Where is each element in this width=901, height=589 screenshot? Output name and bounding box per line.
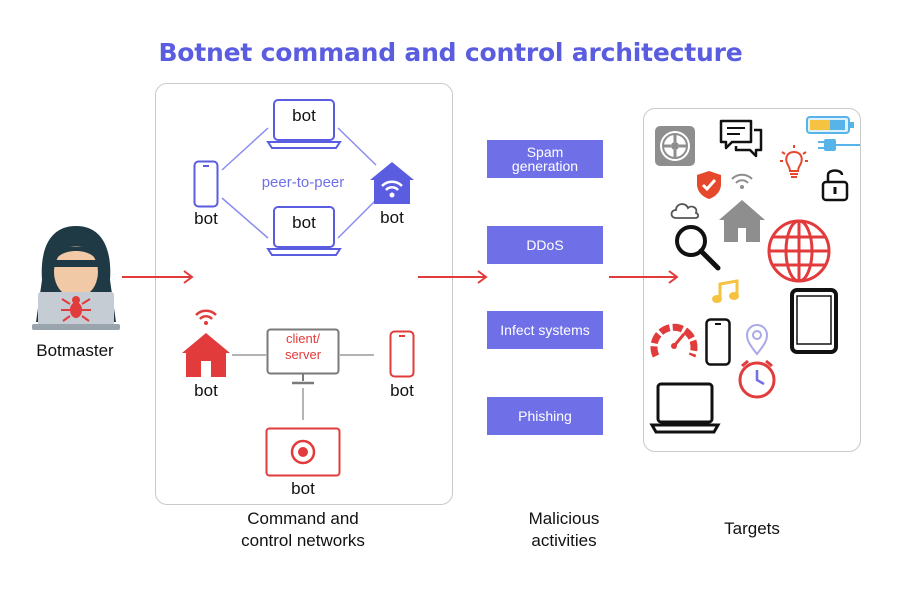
bot-label-phone: bot: [194, 209, 218, 228]
music-note-icon: [712, 279, 739, 303]
bot-label-phone-cs: bot: [390, 381, 414, 400]
smart-house-icon: [182, 309, 230, 377]
activity-infect: Infect systems: [487, 311, 603, 349]
bot-label-house-p2p: bot: [380, 208, 404, 227]
location-pin-icon: [745, 324, 769, 356]
botmaster-label: Botmaster: [36, 341, 114, 360]
shield-check-icon: [697, 171, 721, 199]
smart-house-icon: [370, 162, 414, 204]
tablet-icon: [790, 288, 838, 354]
battery-icon: [806, 116, 854, 134]
cc-networks-caption: Command and control networks: [241, 509, 365, 550]
chat-icon: [719, 119, 763, 158]
targets-caption: Targets: [724, 519, 780, 538]
bulb-icon: [780, 145, 808, 178]
smartphone-icon: [193, 160, 219, 208]
client-server-label: client/ server: [284, 331, 322, 362]
magnifier-icon: [675, 225, 721, 271]
wifi-icon: [731, 173, 753, 189]
activity-spam: Spam generation: [487, 140, 603, 178]
house-icon: [719, 200, 765, 242]
diagram-title: Botnet command and control architecture: [158, 38, 743, 67]
bot-label-top-laptop: bot: [292, 106, 316, 125]
gauge-icon: [650, 323, 698, 358]
peer-to-peer-label: peer-to-peer: [261, 174, 345, 191]
laptop-icon: [266, 206, 342, 256]
cloud-icon: [670, 203, 700, 219]
monitor-icon: [266, 328, 340, 385]
camera-device-icon: [265, 427, 341, 477]
hacker-icon: [32, 226, 120, 330]
smartphone-icon: [389, 330, 415, 378]
fan-icon: [655, 126, 695, 166]
plug-icon: [818, 139, 860, 151]
laptop-icon: [266, 99, 342, 149]
activity-phishing: Phishing: [487, 397, 603, 435]
padlock-icon: [821, 169, 849, 202]
globe-icon: [767, 219, 831, 283]
laptop-icon: [649, 382, 721, 434]
clock-icon: [738, 359, 776, 399]
activity-ddos: DDoS: [487, 226, 603, 264]
bot-label-camera: bot: [291, 479, 315, 498]
bot-label-bottom-laptop: bot: [292, 213, 316, 232]
malicious-activities-caption: Malicious activities: [528, 509, 600, 550]
smartphone-icon: [705, 318, 731, 366]
bot-label-house-cs: bot: [194, 381, 218, 400]
